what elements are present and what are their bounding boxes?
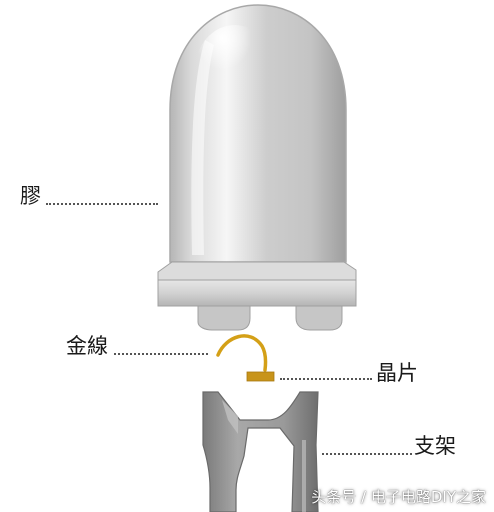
- leader-chip: [280, 378, 372, 380]
- frame-cup: [202, 391, 319, 512]
- leader-epoxy: [46, 203, 158, 205]
- flange-feet: [197, 305, 343, 331]
- label-chip: 晶片: [376, 361, 418, 385]
- epoxy-lens: [169, 4, 347, 263]
- label-gold-wire: 金線: [66, 334, 108, 358]
- flange-body: [157, 279, 357, 307]
- lens-reflection-stripe: [191, 40, 214, 255]
- lens-flange: [157, 261, 357, 331]
- chip: [246, 371, 275, 382]
- lead-frame: [202, 391, 319, 512]
- label-frame: 支架: [414, 434, 456, 458]
- watermark-text: 头条号 / 电子电路DIY之家: [311, 488, 486, 506]
- flange-top: [157, 261, 357, 281]
- lens-highlight: [195, 25, 275, 115]
- frame-inner-highlight: [222, 400, 238, 434]
- frame-post-highlight: [302, 440, 306, 512]
- leader-frame: [322, 453, 412, 455]
- label-epoxy: 膠: [20, 184, 41, 208]
- gold-wire: [216, 334, 268, 372]
- leader-gold-wire: [114, 353, 208, 355]
